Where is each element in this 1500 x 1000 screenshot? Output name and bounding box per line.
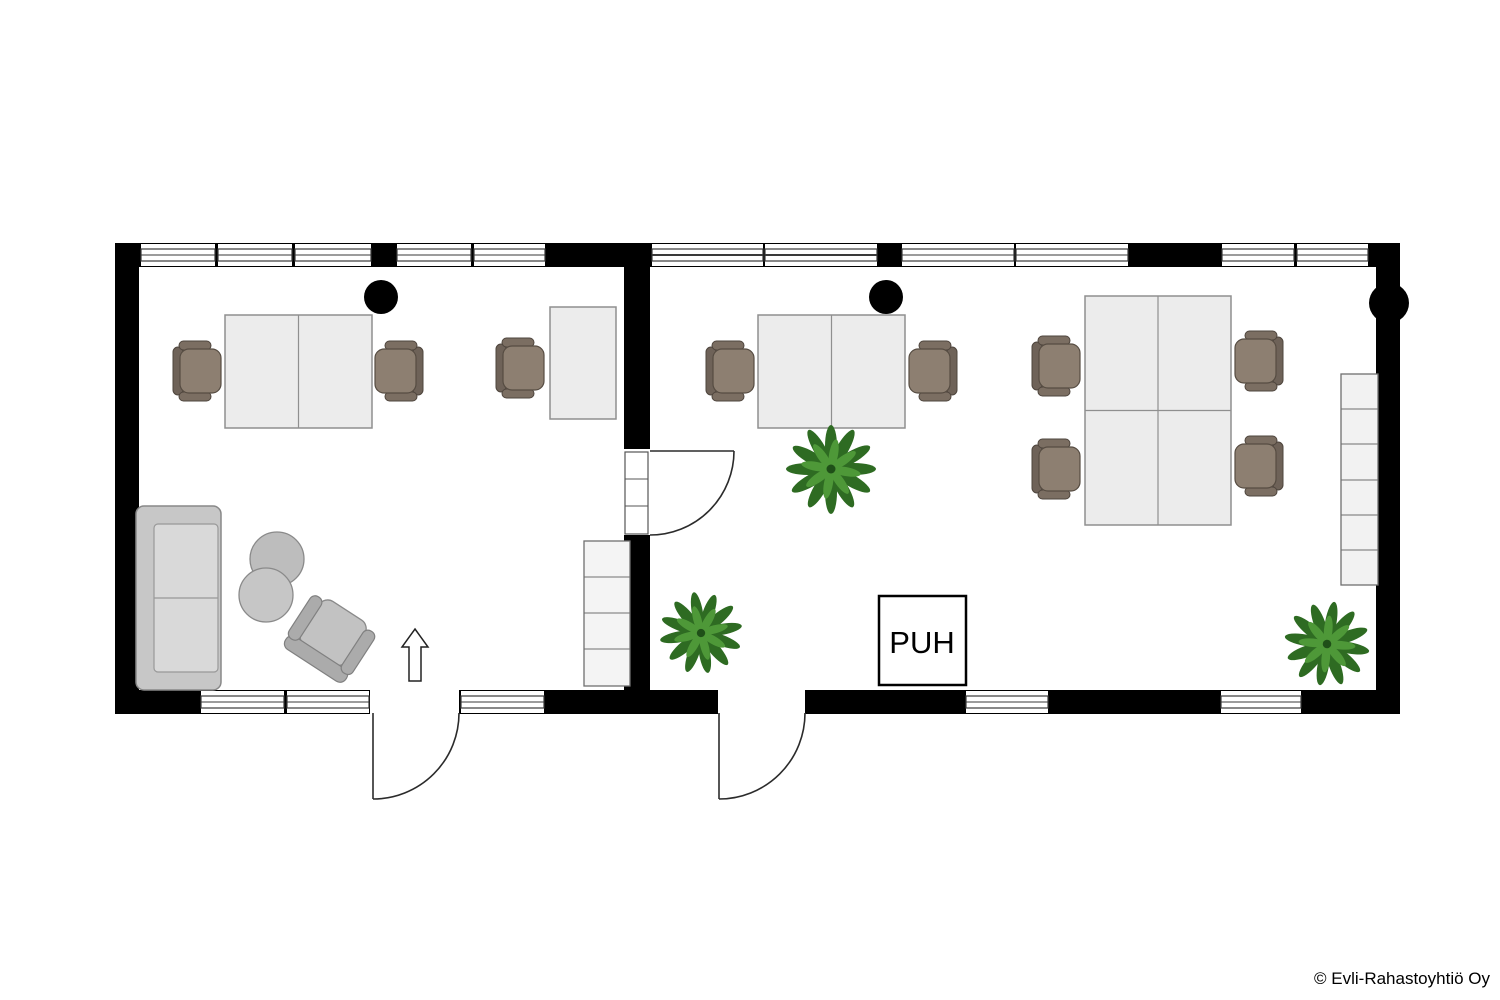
plant-icon: [786, 425, 876, 514]
entrance-arrow-icon: [400, 627, 430, 682]
window: [200, 691, 285, 713]
windows-bottom: [200, 691, 1302, 713]
armchair: [283, 595, 376, 683]
wall-shelving: [1340, 373, 1379, 586]
round-table: [238, 567, 294, 623]
window: [1221, 244, 1295, 266]
window: [1296, 244, 1369, 266]
plant-icon: [647, 580, 754, 687]
column-markers: [364, 280, 1409, 323]
column-marker: [1369, 283, 1409, 323]
door-left: [372, 712, 460, 800]
double-desk: [757, 314, 906, 429]
window: [965, 691, 1049, 713]
window: [651, 244, 764, 266]
window: [1015, 244, 1129, 266]
office-chair: [1234, 330, 1284, 392]
doors: [372, 450, 806, 800]
room-right: PUH: [647, 295, 1387, 705]
window: [1220, 691, 1302, 713]
window: [294, 244, 372, 266]
windows-top: [140, 244, 1369, 266]
phone-booth: PUH: [877, 594, 968, 687]
door-middle: [649, 450, 735, 536]
office-chair: [705, 340, 755, 402]
window: [473, 244, 546, 266]
column-marker: [364, 280, 398, 314]
door-opening-right: [718, 689, 805, 715]
door-right: [718, 712, 806, 800]
window: [901, 244, 1015, 266]
copyright-text: © Evli-Rahastoyhtiö Oy: [1314, 969, 1490, 988]
office-chair: [495, 337, 545, 399]
sofa: [135, 505, 222, 691]
quad-desk-cluster: [1084, 295, 1232, 526]
room-left: [135, 306, 631, 691]
phone-booth-label: PUH: [889, 625, 954, 660]
window: [286, 691, 370, 713]
window: [396, 244, 472, 266]
window: [140, 244, 216, 266]
middle-wall-cabinet: [624, 451, 649, 535]
plant-icon: [1266, 584, 1387, 705]
shelf-unit: [583, 540, 631, 687]
office-chair: [1031, 335, 1081, 397]
office-chair: [172, 340, 222, 402]
single-desk: [549, 306, 617, 420]
office-chair: [1234, 435, 1284, 497]
column-marker: [869, 280, 903, 314]
door-opening-left: [370, 689, 459, 715]
window: [217, 244, 293, 266]
window: [460, 691, 545, 713]
double-desk: [224, 314, 373, 429]
office-chair: [908, 340, 958, 402]
office-chair: [1031, 438, 1081, 500]
wall-left: [115, 243, 139, 714]
window: [764, 244, 878, 266]
office-chair: [374, 340, 424, 402]
